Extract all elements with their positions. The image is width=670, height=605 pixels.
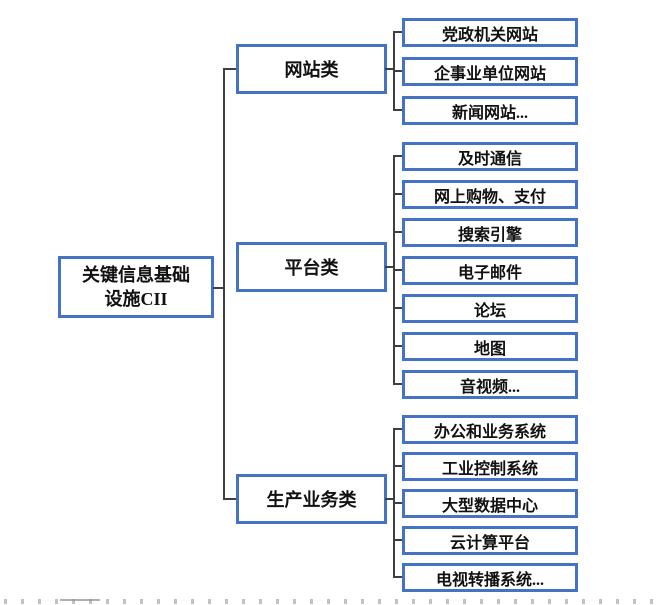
connector-platforms-child-stub — [393, 193, 403, 195]
node-platform-email: 电子邮件 — [402, 256, 578, 285]
node-production-tv-broadcast: 电视转播系统... — [402, 563, 578, 592]
connector-production-child-stub — [393, 576, 403, 578]
platform-audio-video-label: 音视频... — [459, 378, 520, 396]
connector-production-child-stub — [393, 539, 403, 541]
website-news-label: 新闻网站... — [451, 104, 528, 122]
node-platform-shopping-payment: 网上购物、支付 — [402, 180, 578, 209]
category-platforms-label: 平台类 — [284, 258, 339, 278]
platform-email-label: 电子邮件 — [457, 264, 522, 282]
production-cloud-computing-label: 云计算平台 — [449, 534, 530, 552]
production-office-business-label: 办公和业务系统 — [433, 423, 546, 441]
platform-forum-label: 论坛 — [473, 302, 506, 320]
production-data-center-label: 大型数据中心 — [441, 497, 538, 515]
clipped-caption-remnant — [4, 599, 666, 604]
connector-platforms-child-stub — [393, 307, 403, 309]
connector-platforms-child-stub — [393, 231, 403, 233]
category-websites-label: 网站类 — [284, 60, 339, 80]
connector-websites-stub — [385, 68, 395, 70]
node-platform-map: 地图 — [402, 332, 578, 361]
node-category-production: 生产业务类 — [236, 474, 387, 524]
clipped-caption-remnant-mark — [60, 599, 100, 601]
node-production-cloud-computing: 云计算平台 — [402, 526, 578, 555]
connector-trunk-to-websites — [223, 68, 236, 70]
connector-production-child-stub — [393, 465, 403, 467]
connector-platforms-child-stub — [393, 269, 403, 271]
category-production-label: 生产业务类 — [266, 490, 357, 510]
root-label-line2: 设施CII — [104, 289, 168, 309]
website-gov-label: 党政机关网站 — [441, 26, 538, 44]
platform-search-engine-label: 搜索引擎 — [457, 226, 522, 244]
node-website-enterprise: 企事业单位网站 — [402, 57, 578, 86]
website-enterprise-label: 企事业单位网站 — [433, 65, 546, 83]
node-production-industrial-control: 工业控制系统 — [402, 452, 578, 481]
root-label-line1: 关键信息基础 — [82, 265, 190, 285]
connector-platforms-child-stub — [393, 345, 403, 347]
platform-im-label: 及时通信 — [457, 150, 522, 168]
connector-platforms-child-stub — [393, 383, 403, 385]
node-website-news: 新闻网站... — [402, 96, 578, 125]
production-industrial-control-label: 工业控制系统 — [441, 460, 538, 478]
node-production-office-business: 办公和业务系统 — [402, 415, 578, 444]
connector-platforms-child-stub — [393, 155, 403, 157]
platform-shopping-payment-label: 网上购物、支付 — [433, 188, 546, 206]
connector-platforms-stub — [385, 266, 395, 268]
connector-websites-child-stub — [393, 109, 403, 111]
node-root-cii: 关键信息基础 设施CII — [58, 256, 214, 318]
node-production-data-center: 大型数据中心 — [402, 489, 578, 518]
node-platform-forum: 论坛 — [402, 294, 578, 323]
connector-production-child-stub — [393, 428, 403, 430]
node-platform-search-engine: 搜索引擎 — [402, 218, 578, 247]
connector-root-stub — [213, 287, 225, 289]
node-platform-audio-video: 音视频... — [402, 370, 578, 399]
connector-websites-child-stub — [393, 70, 403, 72]
node-platform-im: 及时通信 — [402, 142, 578, 171]
connector-production-child-stub — [393, 502, 403, 504]
production-tv-broadcast-label: 电视转播系统... — [435, 571, 544, 589]
connector-production-stub — [385, 498, 395, 500]
node-category-platforms: 平台类 — [236, 242, 387, 292]
node-website-gov: 党政机关网站 — [402, 18, 578, 47]
node-category-websites: 网站类 — [236, 44, 387, 94]
connector-trunk — [223, 68, 225, 500]
connector-trunk-to-production — [223, 498, 236, 500]
connector-websites-child-stub — [393, 31, 403, 33]
platform-map-label: 地图 — [473, 340, 506, 358]
